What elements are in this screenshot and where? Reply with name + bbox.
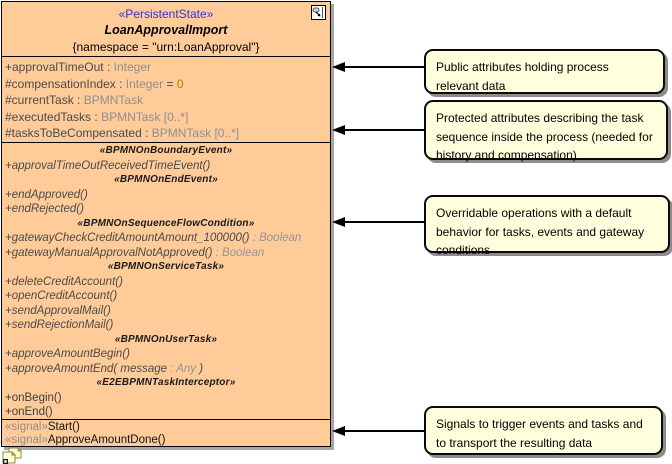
operation-row: +approveAmountBegin() <box>5 348 130 360</box>
operation-row: +openCreditAccount() <box>5 290 118 302</box>
class-stereotype: «PersistentState» <box>118 7 214 21</box>
operation-stereotype: «BPMNOnUserTask» <box>114 333 218 345</box>
operation-row: +deleteCreditAccount() <box>5 275 123 288</box>
note-signals[interactable]: Signals to trigger events and tasks and … <box>424 406 663 455</box>
class-namespace: {namespace = "urn:LoanApproval"} <box>72 40 260 54</box>
arrowhead-icon <box>332 216 345 227</box>
arrow-note2-to-attributes <box>332 124 425 135</box>
diagram-shortcut-icon[interactable] <box>2 446 24 464</box>
attribute-row: #tasksToBeCompensated : BPMNTask [0..*] <box>5 126 240 141</box>
operation-row: +endRejected() <box>5 203 84 215</box>
uml-class-loanapprovalimport[interactable]: «PersistentState» LoanApprovalImport {na… <box>1 1 331 447</box>
operation-row: +gatewayManualApprovalNotApproved() : Bo… <box>5 246 265 259</box>
note-protected-attributes[interactable]: Protected attributes describing the task… <box>424 100 668 162</box>
attribute-row: #currentTask : BPMNTask <box>5 93 144 108</box>
operation-row: +gatewayCheckCreditAmountAmount_100000()… <box>5 232 302 244</box>
arrowhead-icon <box>332 425 345 436</box>
operation-stereotype: «BPMNOnServiceTask» <box>107 261 225 272</box>
operation-row: +endApproved() <box>5 188 88 201</box>
statemachine-diagram-icon[interactable] <box>311 5 326 20</box>
class-name: LoanApprovalImport <box>104 23 228 37</box>
signal-row: «signal»Start() <box>5 421 80 433</box>
arrow-note3-to-operations <box>332 216 425 227</box>
arrowhead-icon <box>332 124 345 135</box>
operation-row: +approveAmountEnd( message : Any ) <box>5 362 204 375</box>
operation-row: +onEnd() <box>5 406 53 418</box>
signal-row: «signal»ApproveAmountDone() <box>5 434 166 446</box>
note-overridable-operations[interactable]: Overridable operations with a default be… <box>424 195 670 257</box>
operation-stereotype: «BPMNOnSequenceFlowCondition» <box>77 217 255 229</box>
attributes-compartment: +approvalTimeOut : Integer #compensation… <box>2 56 330 142</box>
operations-compartment: «BPMNOnBoundaryEvent» +approvalTimeOutRe… <box>2 142 330 419</box>
operation-row: +onBegin() <box>5 391 62 404</box>
arrow-note4-to-signals <box>332 425 425 436</box>
arrowhead-icon <box>332 61 345 72</box>
note-public-attributes[interactable]: Public attributes holding process releva… <box>424 49 665 94</box>
arrow-note1-to-attributes <box>332 61 425 72</box>
operation-row: +sendRejectionMail() <box>5 319 114 331</box>
class-header: «PersistentState» LoanApprovalImport {na… <box>2 2 330 56</box>
operation-stereotype: «BPMNOnBoundaryEvent» <box>99 145 233 156</box>
operation-stereotype: «BPMNOnEndEvent» <box>114 174 218 185</box>
signals-compartment: «signal»Start() «signal»ApproveAmountDon… <box>2 419 330 446</box>
attribute-row: +approvalTimeOut : Integer <box>5 60 151 75</box>
operation-row: +approvalTimeOutReceivedTimeEvent() <box>5 159 211 172</box>
operation-stereotype: «E2EBPMNTaskInterceptor» <box>96 377 236 388</box>
attribute-row: #compensationIndex : Integer = 0 <box>5 76 184 91</box>
attribute-row: #executedTasks : BPMNTask [0..*] <box>5 109 189 124</box>
operation-row: +sendApprovalMail() <box>5 304 111 317</box>
